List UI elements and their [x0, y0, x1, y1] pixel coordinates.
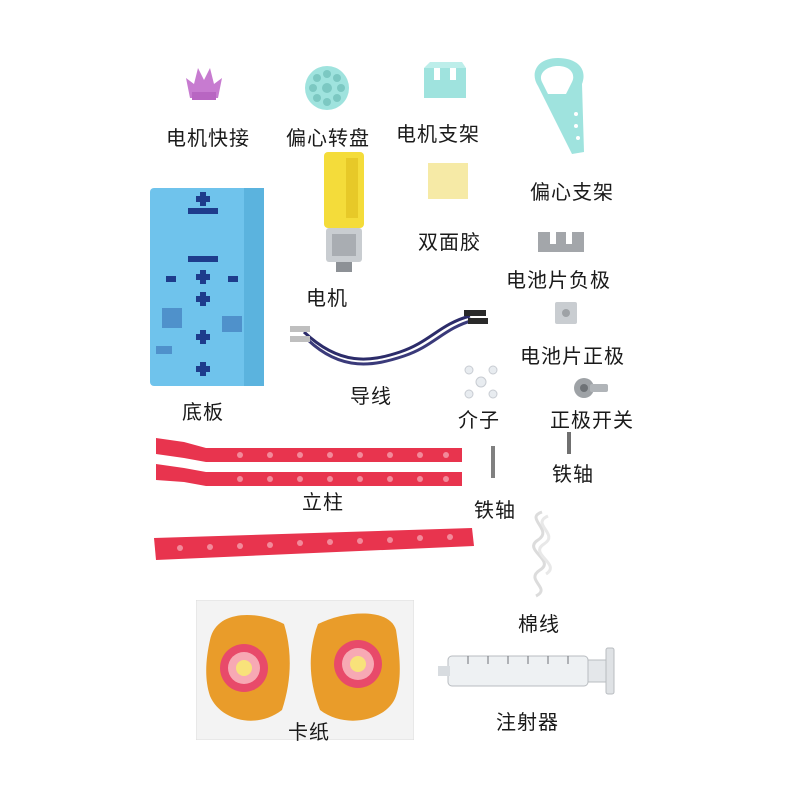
syringe-icon	[438, 640, 620, 700]
spacer-label: 介子	[458, 408, 500, 432]
battery-negative-label: 电池片负极	[506, 268, 611, 292]
motor-bracket-icon	[422, 58, 468, 102]
eccentric-disc-label: 偏心转盘	[286, 126, 370, 150]
card-label: 卡纸	[288, 720, 330, 744]
eccentric-disc-icon	[303, 64, 351, 112]
syringe-label: 注射器	[496, 710, 559, 734]
column-icon	[150, 432, 472, 496]
motor-connector-label: 电机快接	[166, 126, 250, 150]
wire-label: 导线	[350, 384, 392, 408]
tape-icon	[428, 163, 468, 199]
iron-shaft-right-label: 铁轴	[552, 462, 594, 486]
shaft-icon	[566, 432, 572, 454]
spacer-icon	[463, 364, 499, 400]
motor-label: 电机	[306, 286, 348, 310]
eccentric-bracket-label: 偏心支架	[530, 180, 614, 204]
battery-positive-icon	[553, 300, 579, 326]
battery-positive-label: 电池片正极	[520, 344, 625, 368]
tape-label: 双面胶	[418, 230, 481, 254]
shaft-icon	[490, 446, 496, 478]
switch-label: 正极开关	[550, 408, 634, 432]
thread-label: 棉线	[518, 612, 560, 636]
column-label: 立柱	[302, 490, 344, 514]
thread-icon	[514, 508, 570, 598]
motor-icon	[316, 150, 376, 274]
base-plate-icon	[148, 186, 266, 388]
switch-icon	[572, 376, 610, 400]
motor-bracket-label: 电机支架	[396, 122, 480, 146]
iron-shaft-center-label: 铁轴	[474, 498, 516, 522]
column-icon	[150, 524, 476, 568]
card-icon	[196, 600, 414, 740]
motor-connector-icon	[182, 64, 226, 104]
wire-icon	[290, 296, 490, 372]
battery-negative-icon	[536, 224, 586, 254]
base-plate-label: 底板	[182, 400, 224, 424]
eccentric-bracket-icon	[526, 54, 590, 160]
